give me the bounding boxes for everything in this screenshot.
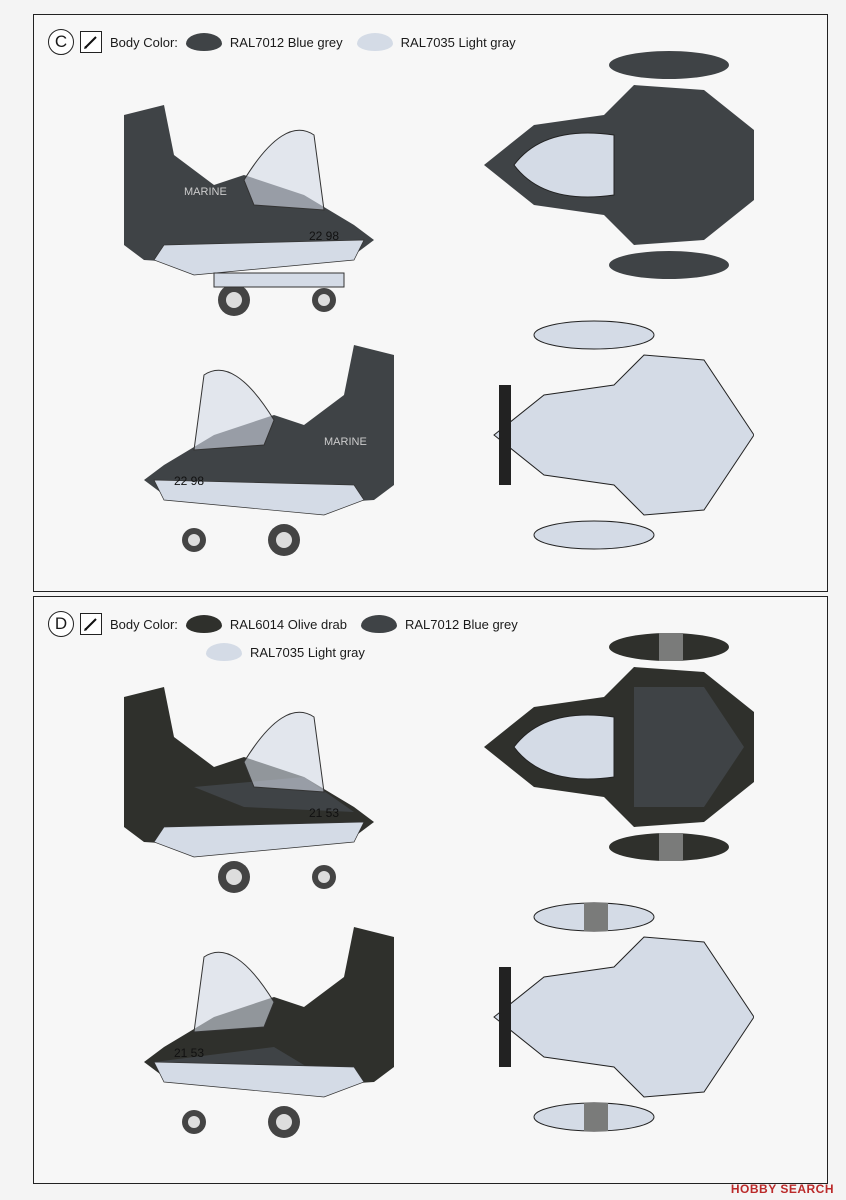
scheme-c-header: C Body Color: RAL7012 Blue grey RAL7035 … [48,29,516,55]
light-gray-legend: RAL7035 Light gray [198,643,365,661]
scheme-d-panel: D Body Color: RAL6014 Olive drab RAL7012… [33,596,828,1184]
paintbrush-icon [80,613,102,635]
top-view [484,51,754,279]
olive-drab-swatch [185,615,222,633]
light-gray-swatch [206,643,242,661]
color3-label: RAL7035 Light gray [250,644,365,660]
color2-label: RAL7012 Blue grey [405,616,518,632]
marine-marking: MARINE [184,186,227,198]
serial-marking-right: 21 53 [174,1046,204,1060]
blue-grey-swatch [185,33,222,51]
color1-label: RAL6014 Olive drab [229,616,347,632]
blue-grey-swatch [361,615,397,633]
bottom-view [493,902,754,1132]
serial-marking: 22 98 [309,229,339,243]
body-color-label: Body Color: [110,34,178,50]
paintbrush-icon [80,31,102,53]
side-view-left: MARINE 22 98 [124,105,374,316]
side-view-right: MARINE 22 98 [144,345,394,556]
side-view-right: 21 53 [144,927,394,1138]
scheme-letter: D [48,611,74,637]
serial-marking-right: 22 98 [174,474,204,488]
scheme-d-header: D Body Color: RAL6014 Olive drab RAL7012… [48,611,518,637]
top-view [484,633,754,861]
marine-marking-right: MARINE [324,436,367,448]
body-color-label: Body Color: [110,616,178,632]
scheme-letter: C [48,29,74,55]
bottom-view [493,320,754,550]
color2-label: RAL7035 Light gray [400,34,516,50]
serial-marking: 21 53 [309,806,339,820]
side-view-left: 21 53 [124,687,374,893]
scheme-c-panel: C Body Color: RAL7012 Blue grey RAL7035 … [33,14,828,592]
watermark: HOBBY SEARCH [730,1182,834,1196]
light-gray-swatch [356,33,393,51]
color1-label: RAL7012 Blue grey [229,34,343,50]
